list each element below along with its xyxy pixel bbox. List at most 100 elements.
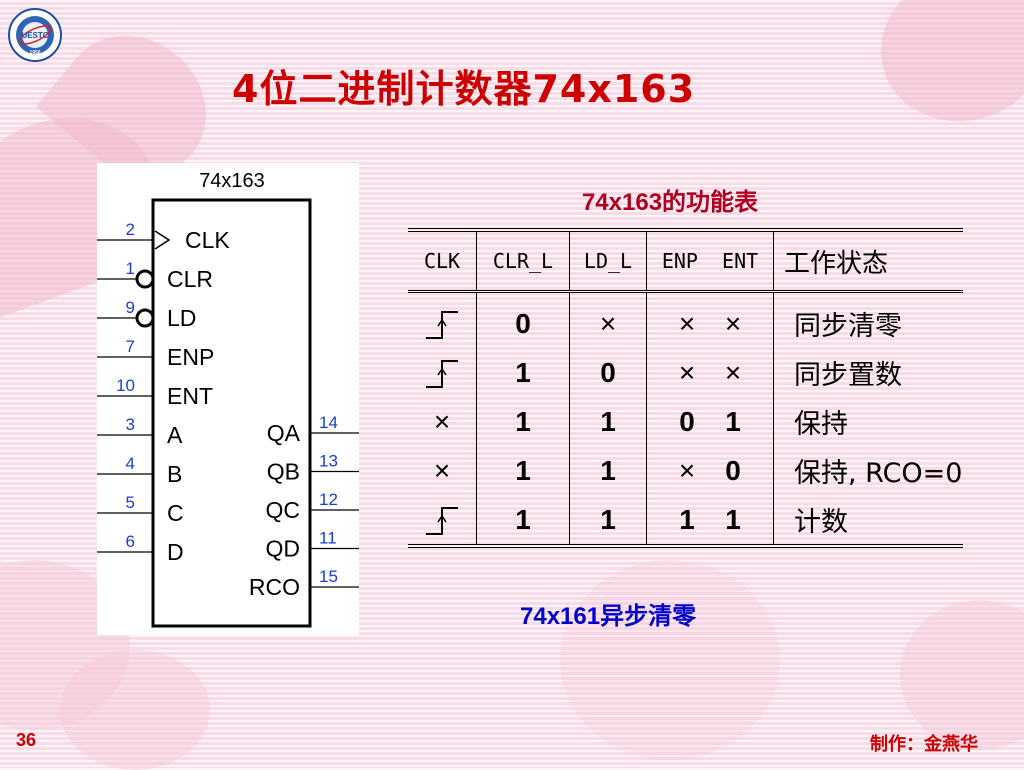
output-pin-qb: 13 QB — [267, 452, 359, 485]
input-pin-clk: 2 CLK — [97, 220, 230, 253]
slide-title: 4位二进制计数器74x163 — [232, 67, 696, 111]
table-caption: 74x163的功能表 — [410, 182, 930, 217]
cell-clk: × — [433, 454, 451, 486]
page-number: 36 — [16, 730, 37, 750]
output-pin-rco: 15 RCO — [249, 567, 359, 600]
cell-enp: 1 — [679, 503, 695, 535]
cell-state: 保持 — [773, 397, 963, 446]
background-petal — [859, 0, 1024, 145]
pin-label: ENT — [167, 383, 213, 409]
cell-ld: 1 — [569, 446, 647, 495]
cell-clk: × — [433, 405, 451, 437]
logo-year: 1956 — [29, 50, 40, 56]
pin-label: C — [167, 500, 184, 526]
pin-label: B — [167, 461, 182, 487]
rising-edge-icon — [426, 506, 458, 535]
table-caption-text: 的功能表 — [662, 188, 759, 216]
cell-enp-ent: ×0 — [646, 446, 774, 495]
table-row: 0×××同步清零 — [408, 291, 963, 348]
pin-label: QA — [267, 420, 301, 446]
pin-number: 5 — [126, 493, 135, 512]
cell-ent: 1 — [725, 503, 741, 535]
cell-enp: × — [678, 454, 696, 486]
pin-label: RCO — [249, 574, 300, 600]
pin-number: 12 — [319, 490, 338, 509]
cell-clr: 1 — [476, 397, 570, 446]
input-pin-ld: 9 LD — [97, 298, 196, 331]
pin-label: CLR — [167, 266, 213, 292]
pin-number: 7 — [126, 337, 135, 356]
header-ld: LD_L — [569, 228, 647, 293]
pin-label: CLK — [185, 227, 230, 253]
inversion-bubble-icon — [135, 308, 155, 328]
rising-edge-icon — [426, 310, 458, 339]
pin-label: A — [167, 422, 183, 448]
note-code: 74x161 — [520, 603, 601, 630]
table-caption-code: 74x163 — [581, 189, 663, 216]
cell-state: 计数 — [773, 495, 963, 548]
header-clr: CLR_L — [476, 228, 570, 293]
pin-label: D — [167, 539, 184, 565]
output-pin-qa: 14 QA — [267, 413, 359, 446]
inversion-bubble-icon — [135, 269, 155, 289]
pin-number: 4 — [126, 454, 135, 473]
cell-ent: 0 — [725, 454, 741, 486]
background-petal — [560, 560, 780, 760]
cell-enp: × — [678, 356, 696, 388]
chip-name: 74x163 — [199, 170, 265, 192]
pin-number: 13 — [319, 452, 338, 471]
pin-label: QB — [267, 459, 300, 485]
cell-state: 同步置数 — [773, 348, 963, 397]
cell-state: 同步清零 — [773, 291, 963, 348]
cell-ld: 1 — [569, 397, 647, 446]
rising-edge-icon — [426, 359, 458, 388]
cell-clr: 1 — [476, 495, 570, 548]
background-petal — [900, 600, 1024, 750]
chip-body — [151, 198, 312, 628]
pin-number: 9 — [126, 298, 135, 317]
cell-ent: × — [724, 307, 742, 339]
cell-ld: 0 — [569, 348, 647, 397]
cell-clr: 0 — [476, 291, 570, 348]
header-state: 工作状态 — [773, 228, 963, 293]
pin-number: 10 — [116, 376, 135, 395]
header-clk: CLK — [408, 228, 477, 293]
cell-enp-ent: ×× — [646, 291, 774, 348]
input-pin-ent: 10 ENT — [97, 376, 213, 409]
clock-triangle-icon — [154, 230, 171, 250]
note-text: 74x161异步清零 — [520, 596, 696, 631]
input-pin-enp: 7 ENP — [97, 337, 214, 370]
pin-label: QD — [266, 536, 301, 562]
cell-enp: 0 — [679, 405, 695, 437]
pin-number: 6 — [126, 532, 135, 551]
pin-number: 15 — [319, 567, 338, 586]
cell-enp: × — [678, 307, 696, 339]
pin-number: 2 — [126, 220, 135, 239]
output-pin-qc: 12 QC — [266, 490, 359, 523]
cell-ent: 1 — [725, 405, 741, 437]
pin-label: ENP — [167, 344, 214, 370]
cell-clk — [408, 495, 477, 548]
cell-ld: 1 — [569, 495, 647, 548]
cell-clk — [408, 348, 477, 397]
pin-label: QC — [266, 497, 301, 523]
table-header-row: CLK CLR_L LD_L ENP ENT 工作状态 — [408, 228, 963, 293]
note-rest: 异步清零 — [600, 602, 697, 630]
cell-ld: × — [569, 291, 647, 348]
author-credit: 制作：金燕华 — [870, 734, 978, 755]
university-logo-icon: UESTC 1956 — [8, 8, 62, 62]
pin-label: LD — [167, 305, 196, 331]
pin-number: 14 — [319, 413, 338, 432]
